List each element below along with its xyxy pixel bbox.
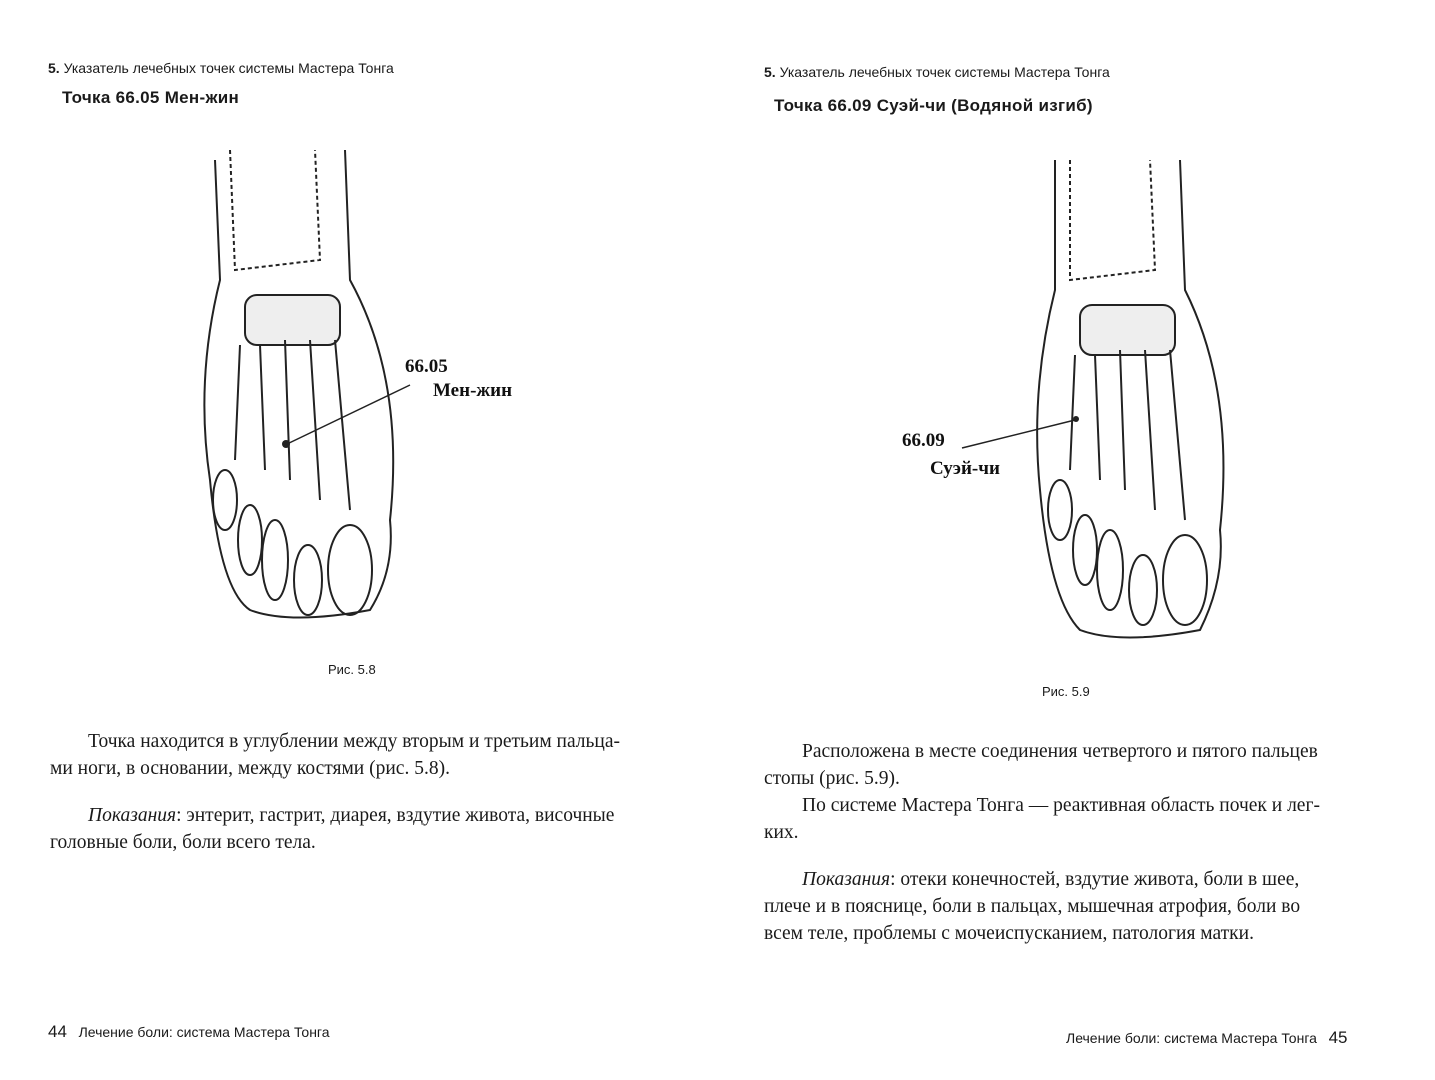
foot-illustration: 66.09 Суэй-чи xyxy=(902,160,1225,639)
figure-caption: Рис. 5.9 xyxy=(1042,684,1090,699)
page-title: Точка 66.09 Суэй-чи (Водяной изгиб) xyxy=(774,96,1093,115)
body-text: Точка находится в углублении между вторы… xyxy=(50,731,621,853)
running-header: 5. Указатель лечебных точек системы Маст… xyxy=(764,64,1110,80)
figure-caption: Рис. 5.8 xyxy=(328,662,376,677)
page-title: Точка 66.05 Мен-жин xyxy=(62,88,240,107)
point-code-label: 66.05 xyxy=(405,356,448,377)
body-text: Расположена в месте соединения четвертог… xyxy=(764,741,1320,944)
page-footer: Лечение боли: система Мастера Тонга 45 xyxy=(1066,1028,1348,1047)
point-name-label: Мен-жин xyxy=(433,380,512,401)
page-footer: 44 Лечение боли: система Мастера Тонга xyxy=(48,1022,330,1041)
running-header: 5. Указатель лечебных точек системы Маст… xyxy=(48,60,394,76)
left-page: 5. Указатель лечебных точек системы Маст… xyxy=(0,0,715,1080)
point-name-label: Суэй-чи xyxy=(930,458,1000,479)
point-code-label: 66.09 xyxy=(902,430,945,451)
foot-illustration: 66.05 Мен-жин xyxy=(203,150,512,619)
right-page: 5. Указатель лечебных точек системы Маст… xyxy=(720,0,1435,1080)
